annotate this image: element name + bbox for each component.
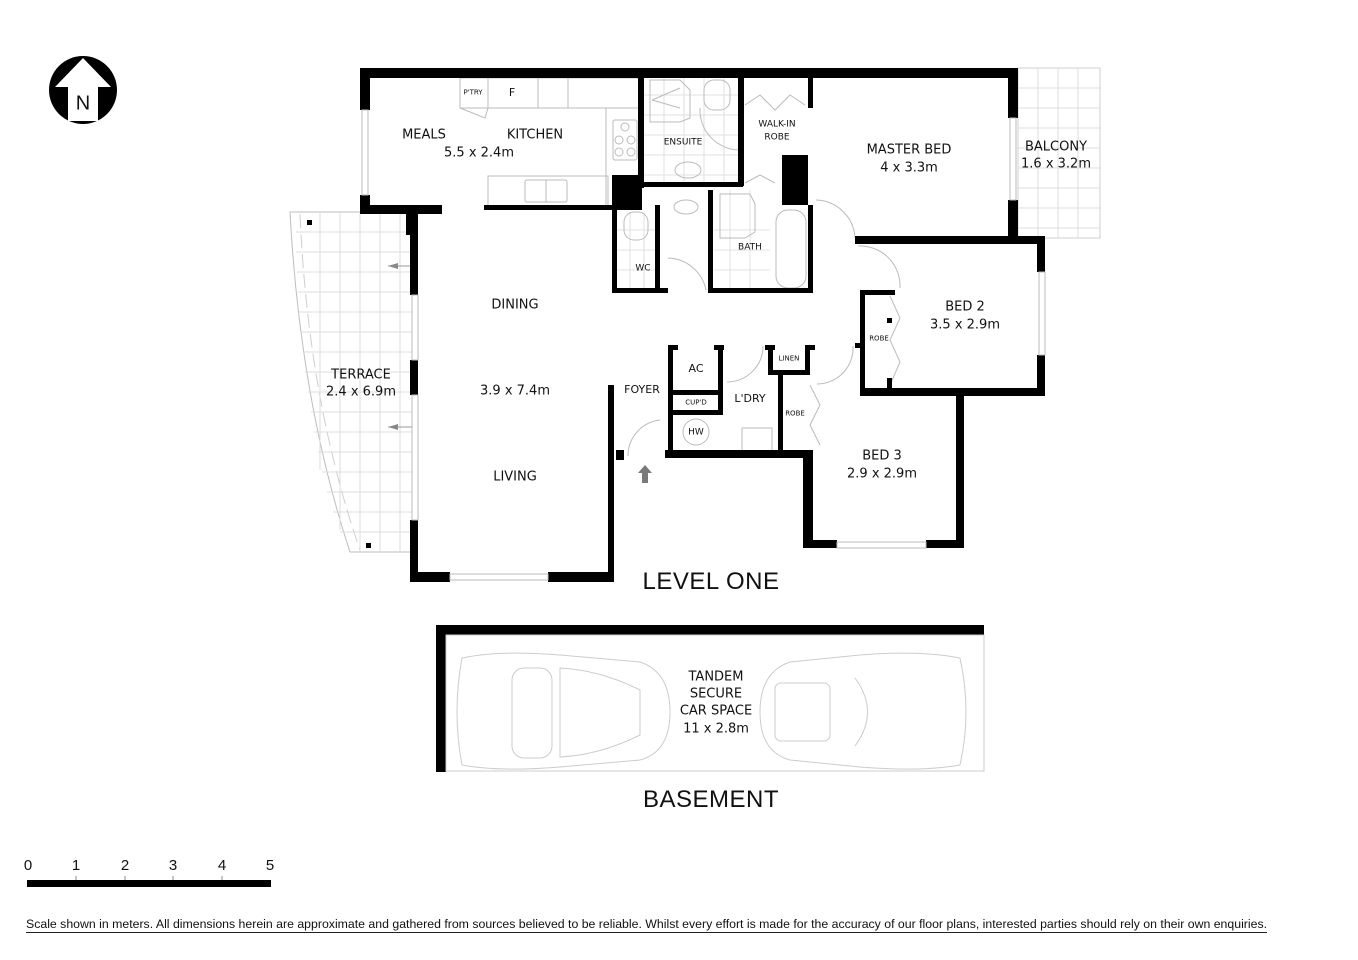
scale-tick-5: 5	[265, 857, 275, 874]
scale-tick-4: 4	[217, 857, 227, 874]
basement-heading: BASEMENT	[642, 786, 780, 813]
car-space-line1: TANDEM	[688, 669, 744, 685]
car-space-line2: SECURE	[689, 686, 743, 702]
master-bed-label: MASTER BED	[866, 142, 952, 158]
car-space-size: 11 x 2.8m	[683, 721, 749, 737]
scale-tick-1: 1	[71, 857, 81, 874]
bed3-size: 2.9 x 2.9m	[847, 466, 917, 482]
scale-bar-graphic	[27, 876, 271, 887]
living-label: LIVING	[493, 469, 537, 485]
living-size: 3.9 x 7.4m	[480, 383, 550, 399]
pantry-label: P'TRY	[463, 88, 483, 97]
hot-water-label: HW	[688, 427, 704, 438]
robe-bed2-label: ROBE	[869, 334, 889, 343]
walk-in-robe-label-2: ROBE	[764, 132, 790, 143]
windows	[361, 109, 1046, 581]
ac-label: AC	[688, 362, 704, 375]
ensuite-label: ENSUITE	[663, 137, 703, 148]
laundry-label: L'DRY	[734, 392, 766, 405]
terrace-size: 2.4 x 6.9m	[326, 384, 396, 400]
bed2-size: 3.5 x 2.9m	[930, 317, 1000, 333]
north-arrow-icon	[49, 56, 117, 124]
car-outlines	[456, 652, 967, 770]
car-space-line3: CAR SPACE	[679, 703, 753, 719]
bed2-label: BED 2	[945, 299, 985, 315]
terrace-label: TERRACE	[331, 367, 391, 383]
balcony-label: BALCONY	[1024, 139, 1088, 155]
robe-bed3-label: ROBE	[785, 409, 805, 418]
meals-label: MEALS	[402, 127, 446, 143]
fridge-label: F	[508, 86, 516, 99]
terrace-tiles	[289, 211, 413, 553]
dining-label: DINING	[491, 297, 539, 313]
balcony-size: 1.6 x 3.2m	[1021, 156, 1091, 172]
foyer-label: FOYER	[624, 383, 660, 396]
scale-tick-3: 3	[168, 857, 178, 874]
bath-label: BATH	[738, 242, 762, 253]
wc-label: WC	[635, 263, 651, 274]
walls	[360, 68, 1045, 582]
master-bed-size: 4 x 3.3m	[880, 160, 938, 176]
bed3-label: BED 3	[862, 448, 902, 464]
level-one-heading: LEVEL ONE	[642, 568, 780, 595]
cupboard-label: CUP'D	[685, 398, 707, 407]
scale-tick-2: 2	[120, 857, 130, 874]
balcony-tiles	[1017, 67, 1101, 239]
entry-arrow-icon	[638, 465, 652, 483]
scale-tick-0: 0	[23, 857, 33, 874]
linen-label: LINEN	[778, 354, 800, 363]
north-letter: N	[75, 92, 91, 115]
car-space	[436, 625, 984, 772]
kitchen-label: KITCHEN	[506, 127, 564, 143]
walk-in-robe-label-1: WALK-IN	[758, 119, 796, 130]
disclaimer-text: Scale shown in meters. All dimensions he…	[26, 917, 1268, 933]
kitchen-size: 5.5 x 2.4m	[444, 145, 514, 161]
